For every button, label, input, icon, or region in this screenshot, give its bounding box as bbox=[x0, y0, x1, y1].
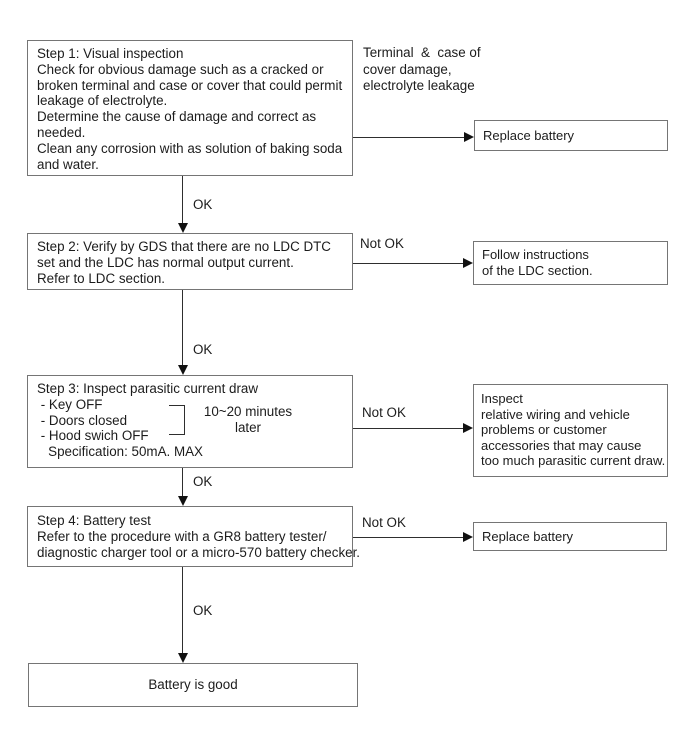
arrow-step2-step3-line bbox=[182, 290, 183, 366]
step-1-box: Step 1: Visual inspection Check for obvi… bbox=[27, 40, 353, 176]
ok-label-4: OK bbox=[193, 603, 213, 618]
not-ok-label-1: Not OK bbox=[360, 236, 404, 251]
ok-label-3: OK bbox=[193, 474, 213, 489]
arrow-step1-replace-line bbox=[353, 137, 465, 138]
replace-battery-box-1: Replace battery bbox=[474, 120, 668, 151]
replace-battery-box-2: Replace battery bbox=[473, 522, 667, 551]
arrow-step1-step2-head-icon bbox=[178, 223, 188, 233]
step-2-box: Step 2: Verify by GDS that there are no … bbox=[27, 233, 353, 290]
inspect-wiring-box: Inspect relative wiring and vehicle prob… bbox=[473, 384, 668, 477]
arrow-step3-inspect-line bbox=[353, 428, 463, 429]
arrow-step3-step4-head-icon bbox=[178, 496, 188, 506]
arrow-step1-replace-head-icon bbox=[464, 132, 474, 142]
arrow-step4-final-head-icon bbox=[178, 653, 188, 663]
battery-is-good-box: Battery is good bbox=[28, 663, 358, 707]
arrow-step2-followldc-head-icon bbox=[463, 258, 473, 268]
arrow-step3-inspect-head-icon bbox=[463, 423, 473, 433]
grouping-bracket bbox=[169, 405, 185, 435]
arrow-step2-step3-head-icon bbox=[178, 365, 188, 375]
arrow-step4-final-line bbox=[182, 567, 183, 654]
arrow-step3-step4-line bbox=[182, 468, 183, 497]
arrow-step4-replace-line bbox=[353, 537, 463, 538]
arrow-step4-replace-head-icon bbox=[463, 532, 473, 542]
follow-ldc-box: Follow instructions of the LDC section. bbox=[473, 241, 668, 285]
step-4-box: Step 4: Battery test Refer to the proced… bbox=[27, 506, 360, 567]
arrow-step1-step2-line bbox=[182, 176, 183, 224]
terminal-damage-note: Terminal & case of cover damage, electro… bbox=[363, 45, 481, 93]
not-ok-label-2: Not OK bbox=[362, 405, 406, 420]
arrow-step2-followldc-line bbox=[353, 263, 463, 264]
step-3-box: Step 3: Inspect parasitic current draw -… bbox=[27, 375, 353, 468]
wait-note-label: 10~20 minutes later bbox=[203, 404, 293, 435]
ok-label-2: OK bbox=[193, 342, 213, 357]
not-ok-label-3: Not OK bbox=[362, 515, 406, 530]
ok-label-1: OK bbox=[193, 197, 213, 212]
